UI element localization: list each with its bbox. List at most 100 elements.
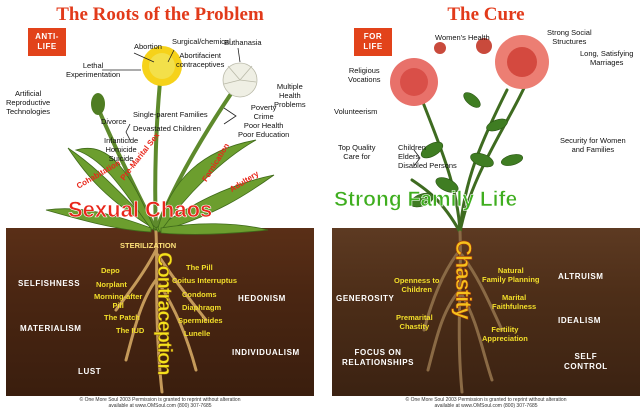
label-volunteerism: Volunteerism	[334, 107, 378, 116]
virtue-line: Natural	[497, 266, 524, 275]
label-single-parent: Single-parent Families	[133, 110, 208, 119]
label-line: Poor Health	[243, 121, 284, 130]
dandelion-illustration	[45, 46, 275, 394]
virtue-line: RELATIONSHIPS	[342, 358, 415, 367]
label-line: Disabled Persons	[398, 161, 457, 170]
label-line: Poor Education	[238, 130, 290, 139]
label-care-group: Children Elders Disabled Persons	[398, 143, 457, 170]
label-divorce: Divorce	[101, 117, 127, 126]
headline-strong-family-life: Strong Family Life	[334, 188, 518, 212]
virtue-line: FOCUS ON	[354, 348, 402, 357]
virtue-idealism: IDEALISM	[558, 316, 602, 325]
virtue-line: Fertility	[491, 325, 519, 334]
method-iud: The IUD	[116, 326, 145, 335]
label-line: Reproductive	[6, 98, 51, 107]
label-line: Security for Women	[560, 136, 626, 145]
virtue-line: Appreciation	[482, 334, 528, 343]
badge-line: LIFE	[37, 42, 57, 51]
label-line: Care for	[343, 152, 371, 161]
label-infanticide-group: Infanticide Homicide Suicide	[104, 136, 138, 163]
label-line: Abortifacient	[179, 51, 222, 60]
label-line: Marriages	[590, 58, 624, 67]
label-long-marriages: Long, Satisfying Marriages	[580, 49, 633, 67]
vice-materialism: MATERIALISM	[20, 324, 82, 333]
virtue-focus: FOCUS ON RELATIONSHIPS	[342, 348, 414, 368]
label-multiple-health-problems: Multiple Health Problems	[274, 82, 306, 109]
label-top-quality: Top Quality Care for	[338, 143, 376, 161]
label-religious-vocations: Religious Vocations	[348, 66, 381, 84]
label-line: Elders	[398, 152, 420, 161]
vice-individualism: INDIVIDUALISM	[232, 348, 300, 357]
label-line: Homicide	[105, 145, 137, 154]
root-contraception: Contraception	[153, 252, 176, 375]
page-title: The Cure	[447, 4, 525, 25]
badge-line: ANTI-	[35, 32, 59, 41]
label-line: Crime	[253, 112, 274, 121]
label-line: Problems	[274, 100, 306, 109]
virtue-line: SELF	[574, 352, 598, 361]
method-spermicides: Spermicides	[178, 316, 223, 325]
label-surgical: Surgical/chemical	[172, 37, 231, 46]
virtue-premarital: Premarital Chastity	[396, 313, 433, 331]
label-line: Top Quality	[338, 143, 376, 152]
page-title: The Roots of the Problem	[56, 4, 264, 25]
method-lunelle: Lunelle	[184, 329, 211, 338]
label-sterilization: STERILIZATION	[120, 241, 177, 250]
virtue-fertility: Fertility Appreciation	[482, 325, 528, 343]
footer-credit: © One More Soul 2003 Permission is grant…	[6, 397, 314, 409]
method-line: Pill	[112, 301, 124, 310]
footer-line: © One More Soul 2003 Permission is grant…	[405, 397, 567, 403]
label-security: Security for Women and Families	[560, 136, 626, 154]
headline-sexual-chaos: Sexual Chaos	[68, 197, 213, 223]
footer-line: available at www.OMSoul.com (800) 307-76…	[434, 403, 538, 409]
method-condoms: Condoms	[182, 290, 217, 299]
virtue-line: Children	[401, 285, 432, 294]
seed-head	[222, 62, 258, 98]
label-womens-health: Women's Health	[435, 33, 490, 42]
label-lethal-experimentation: Lethal Experimentation	[66, 61, 120, 79]
method-line: Morning-after	[94, 292, 143, 301]
method-norplant: Norplant	[96, 280, 127, 289]
virtue-line: CONTROL	[564, 362, 608, 371]
label-artificial-reproductive: Artificial Reproductive Technologies	[6, 89, 50, 116]
footer-credit: © One More Soul 2003 Permission is grant…	[332, 397, 640, 409]
virtue-generosity: GENEROSITY	[336, 294, 395, 303]
label-line: Vocations	[348, 75, 381, 84]
virtue-line: Marital	[502, 293, 527, 302]
virtue-openness: Openness to Children	[394, 276, 439, 294]
left-panel: The Roots of the Problem ANTI- LIFE Abor…	[6, 0, 314, 414]
rose-illustration	[390, 35, 549, 394]
label-line: Religious	[348, 66, 380, 75]
label-devastated: Devastated Children	[133, 124, 201, 133]
soil-background	[332, 228, 640, 396]
label-euthanasia: Euthanasia	[224, 38, 262, 47]
footer-line: © One More Soul 2003 Permission is grant…	[79, 397, 241, 403]
right-panel: The Cure FOR LIFE Women's Health Strong …	[332, 0, 640, 414]
virtue-altruism: ALTRUISM	[558, 272, 604, 281]
label-line: Long, Satisfying	[580, 49, 634, 58]
label-line: Strong Social	[547, 28, 592, 37]
label-abortion: Abortion	[134, 42, 162, 51]
label-poverty-group: Poverty Crime Poor Health Poor Education	[238, 103, 289, 139]
label-strong-social: Strong Social Structures	[547, 28, 592, 46]
label-line: contraceptives	[176, 60, 225, 69]
label-line: Children	[398, 143, 426, 152]
virtue-line: Openness to	[394, 276, 440, 285]
virtue-line: Chastity	[399, 322, 430, 331]
label-line: Suicide	[108, 154, 134, 163]
label-line: Structures	[552, 37, 587, 46]
label-line: Infanticide	[104, 136, 139, 145]
label-line: Poverty	[250, 103, 277, 112]
method-coitus: Coitus Interruptus	[172, 276, 237, 285]
badge-line: LIFE	[363, 42, 383, 51]
label-line: Multiple	[276, 82, 303, 91]
label-line: Lethal	[82, 61, 104, 70]
label-line: and Families	[571, 145, 615, 154]
root-chastity: Chastity	[451, 240, 477, 319]
vice-hedonism: HEDONISM	[238, 294, 286, 303]
virtue-line: Family Planning	[482, 275, 540, 284]
dandelion-flower	[142, 46, 182, 86]
label-line: Experimentation	[66, 70, 121, 79]
virtue-line: Faithfulness	[492, 302, 537, 311]
method-diaphragm: Diaphragm	[182, 303, 222, 312]
